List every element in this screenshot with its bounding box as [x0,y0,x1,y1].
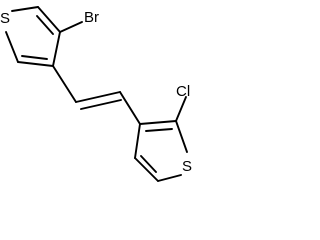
chlorine-atom-label: Cl [176,83,190,100]
bond-s1-c5 [157,174,182,182]
upper-thiophene-ring [5,6,83,67]
vinylene-linker [52,65,141,125]
bond-c2-c3 [37,6,61,33]
bond-vinyl-double-outer [75,91,121,103]
bond-c3-c2 [139,120,177,125]
bond-c2-c3-double [36,15,54,35]
molecule-structure: S Br Cl S [0,6,192,182]
bond-c2-cl [175,96,187,122]
atom-labels: S Br Cl S [0,9,192,175]
bond-vinyl-double-inner [80,99,122,110]
bond-c5-s1 [5,31,19,63]
bond-c3-br [59,21,83,33]
bond-vinyl-to-ring [119,91,141,125]
bond-ring-to-vinyl [52,65,77,103]
bond-c5-c4-double [140,155,157,173]
bond-c3-c2-double [145,128,173,132]
bond-c3-c4 [52,31,61,67]
bond-c2-s1 [175,120,188,153]
bond-c4-c3 [134,123,141,159]
bond-c4-c5-double [21,55,48,60]
bond-c5-c4 [134,157,159,182]
bromine-atom-label: Br [84,9,99,26]
bond-s1-c2 [11,6,39,12]
sulfur-atom-label-top: S [0,10,10,27]
bond-c4-c5 [17,61,54,67]
sulfur-atom-label-bottom: S [182,158,192,175]
lower-thiophene-ring [134,96,188,182]
